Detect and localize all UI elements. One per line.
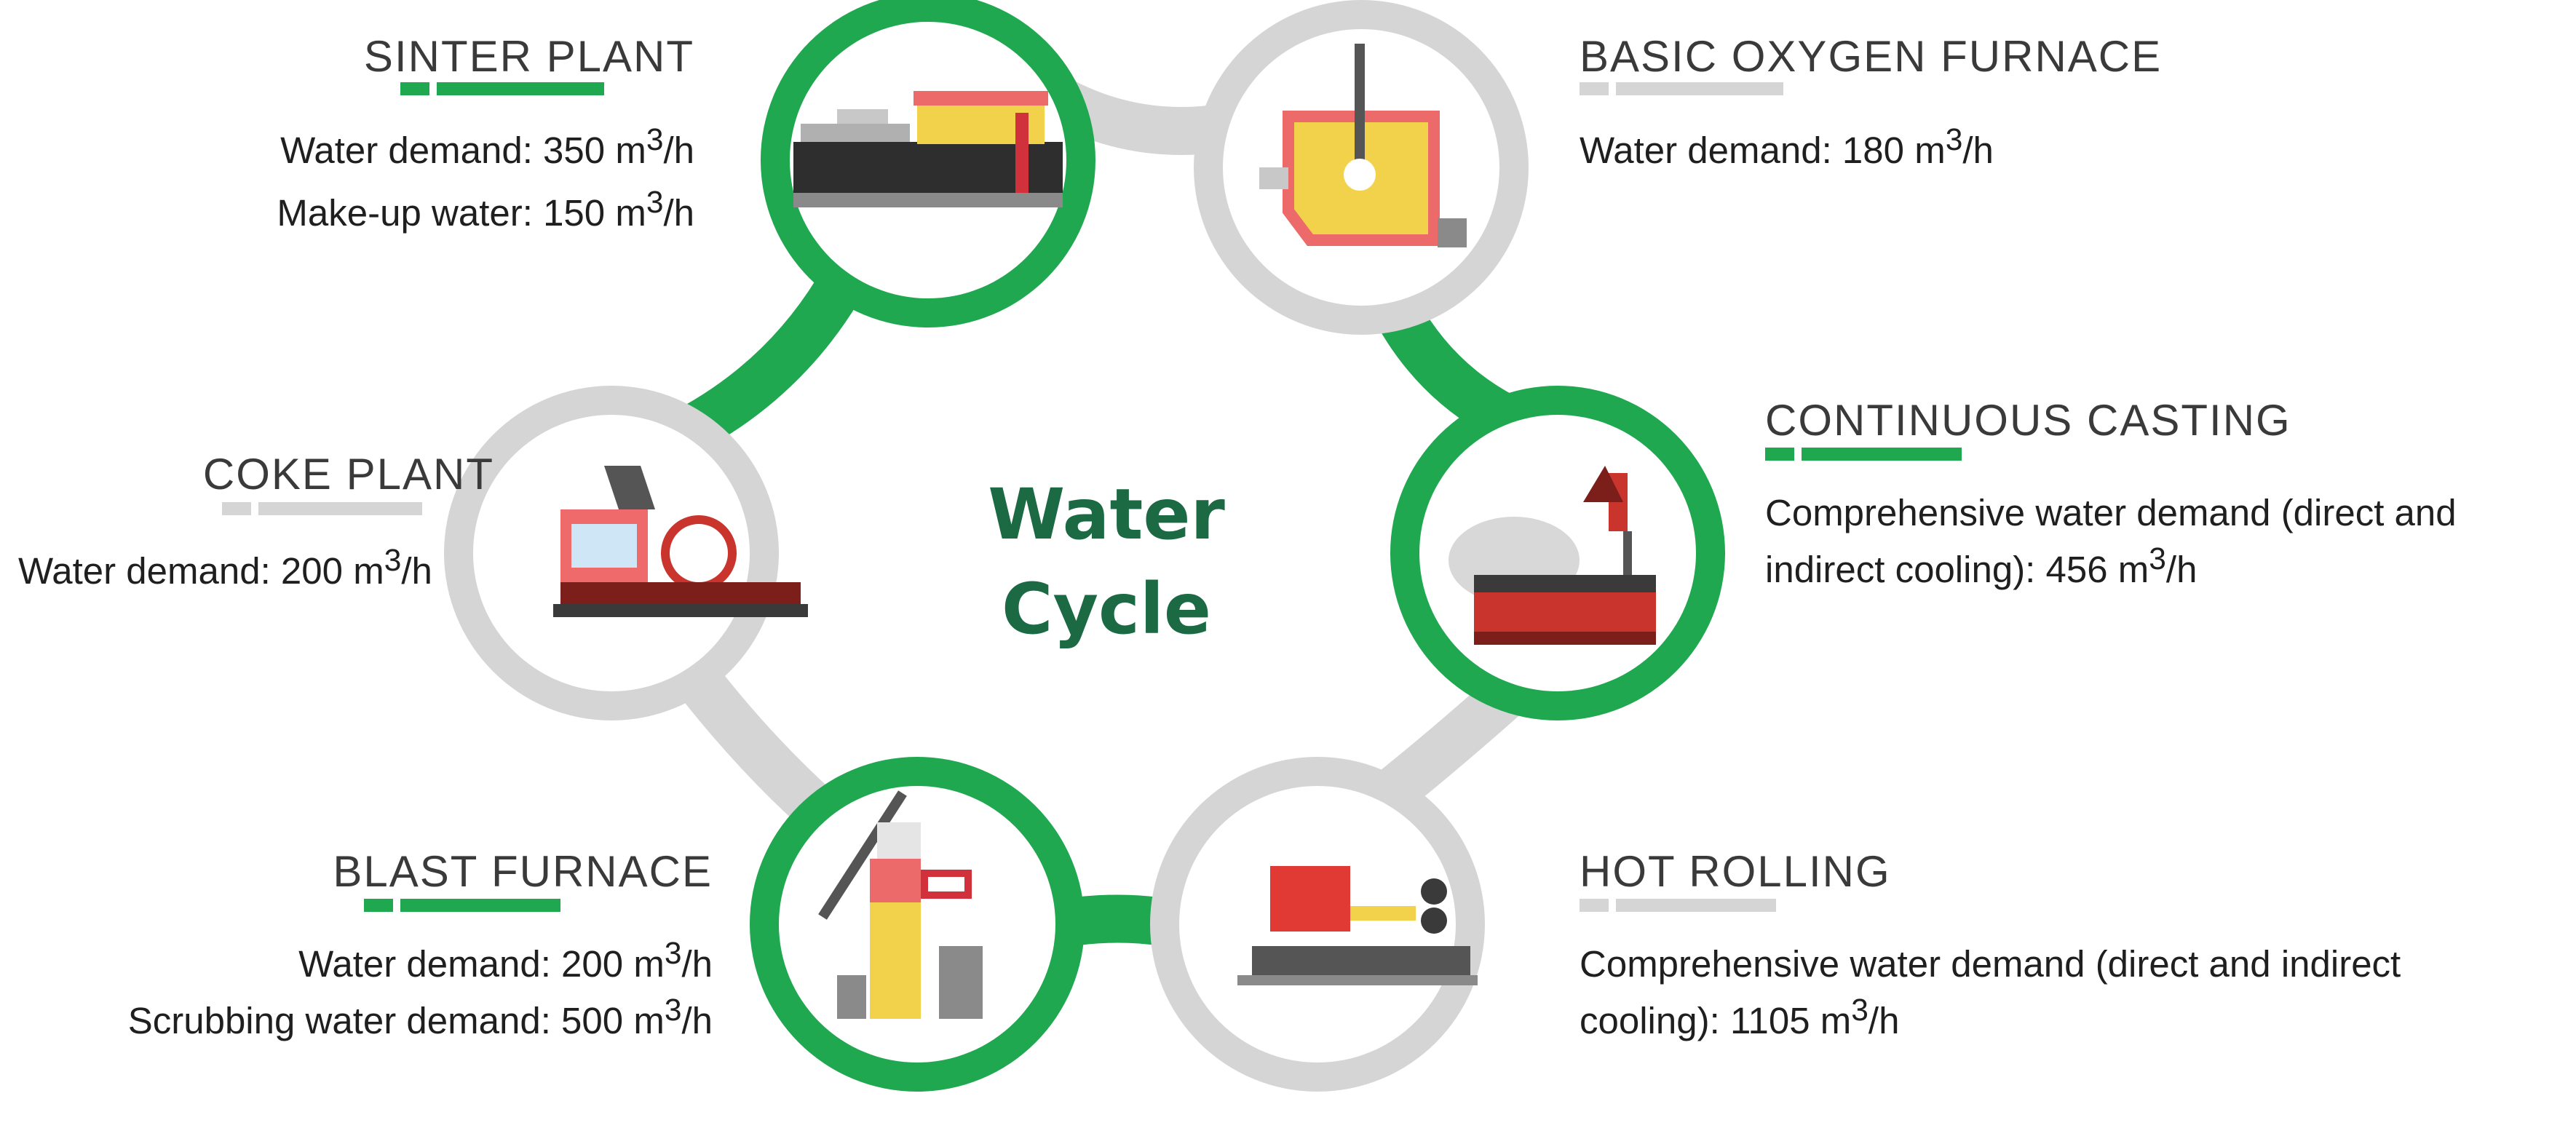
accent-blast bbox=[364, 899, 560, 912]
hot-rolling-icon bbox=[1237, 866, 1478, 985]
stage-title: CONTINUOUS CASTING bbox=[1765, 396, 2291, 445]
continuous-casting-icon bbox=[1448, 466, 1656, 645]
center-title-line2: Cycle bbox=[1002, 568, 1211, 650]
stage-line: Comprehensive water demand (direct and bbox=[1765, 492, 2457, 533]
coke-node bbox=[444, 386, 808, 720]
accent-bof bbox=[1580, 82, 1783, 95]
stage-line: Make-up water: 150 m3/h bbox=[277, 186, 694, 234]
coke-plant-icon bbox=[553, 466, 808, 617]
sinter-plant-icon bbox=[793, 91, 1063, 207]
stage-line: Comprehensive water demand (direct and i… bbox=[1580, 943, 2401, 985]
stage-line: Water demand: 350 m3/h bbox=[280, 123, 694, 171]
stage-title: COKE PLANT bbox=[202, 450, 494, 499]
blast-node bbox=[750, 757, 1085, 1092]
accent-sinter bbox=[400, 82, 604, 95]
stage-title: BLAST FURNACE bbox=[333, 847, 713, 896]
stage-line: cooling): 1105 m3/h bbox=[1580, 993, 1900, 1041]
stage-line: Water demand: 200 m3/h bbox=[298, 937, 713, 985]
stage-title: HOT ROLLING bbox=[1580, 847, 1891, 896]
stage-line: indirect cooling): 456 m3/h bbox=[1765, 542, 2197, 590]
stage-title: SINTER PLANT bbox=[363, 32, 694, 81]
accent-casting bbox=[1765, 448, 1962, 461]
rolling-node bbox=[1150, 757, 1485, 1092]
sinter-node bbox=[761, 0, 1095, 327]
stage-line: Water demand: 200 m3/h bbox=[18, 544, 432, 592]
stage-title: BASIC OXYGEN FURNACE bbox=[1580, 32, 2163, 81]
blast-furnace-icon bbox=[818, 790, 983, 1019]
basic-oxygen-furnace-icon bbox=[1259, 44, 1467, 247]
accent-coke bbox=[222, 502, 422, 515]
bof-node bbox=[1194, 0, 1529, 335]
stage-line: Scrubbing water demand: 500 m3/h bbox=[127, 993, 713, 1041]
accent-rolling bbox=[1580, 899, 1776, 912]
stage-line: Water demand: 180 m3/h bbox=[1580, 123, 1994, 171]
center-title-line1: Water bbox=[988, 474, 1225, 555]
casting-node bbox=[1390, 386, 1725, 720]
